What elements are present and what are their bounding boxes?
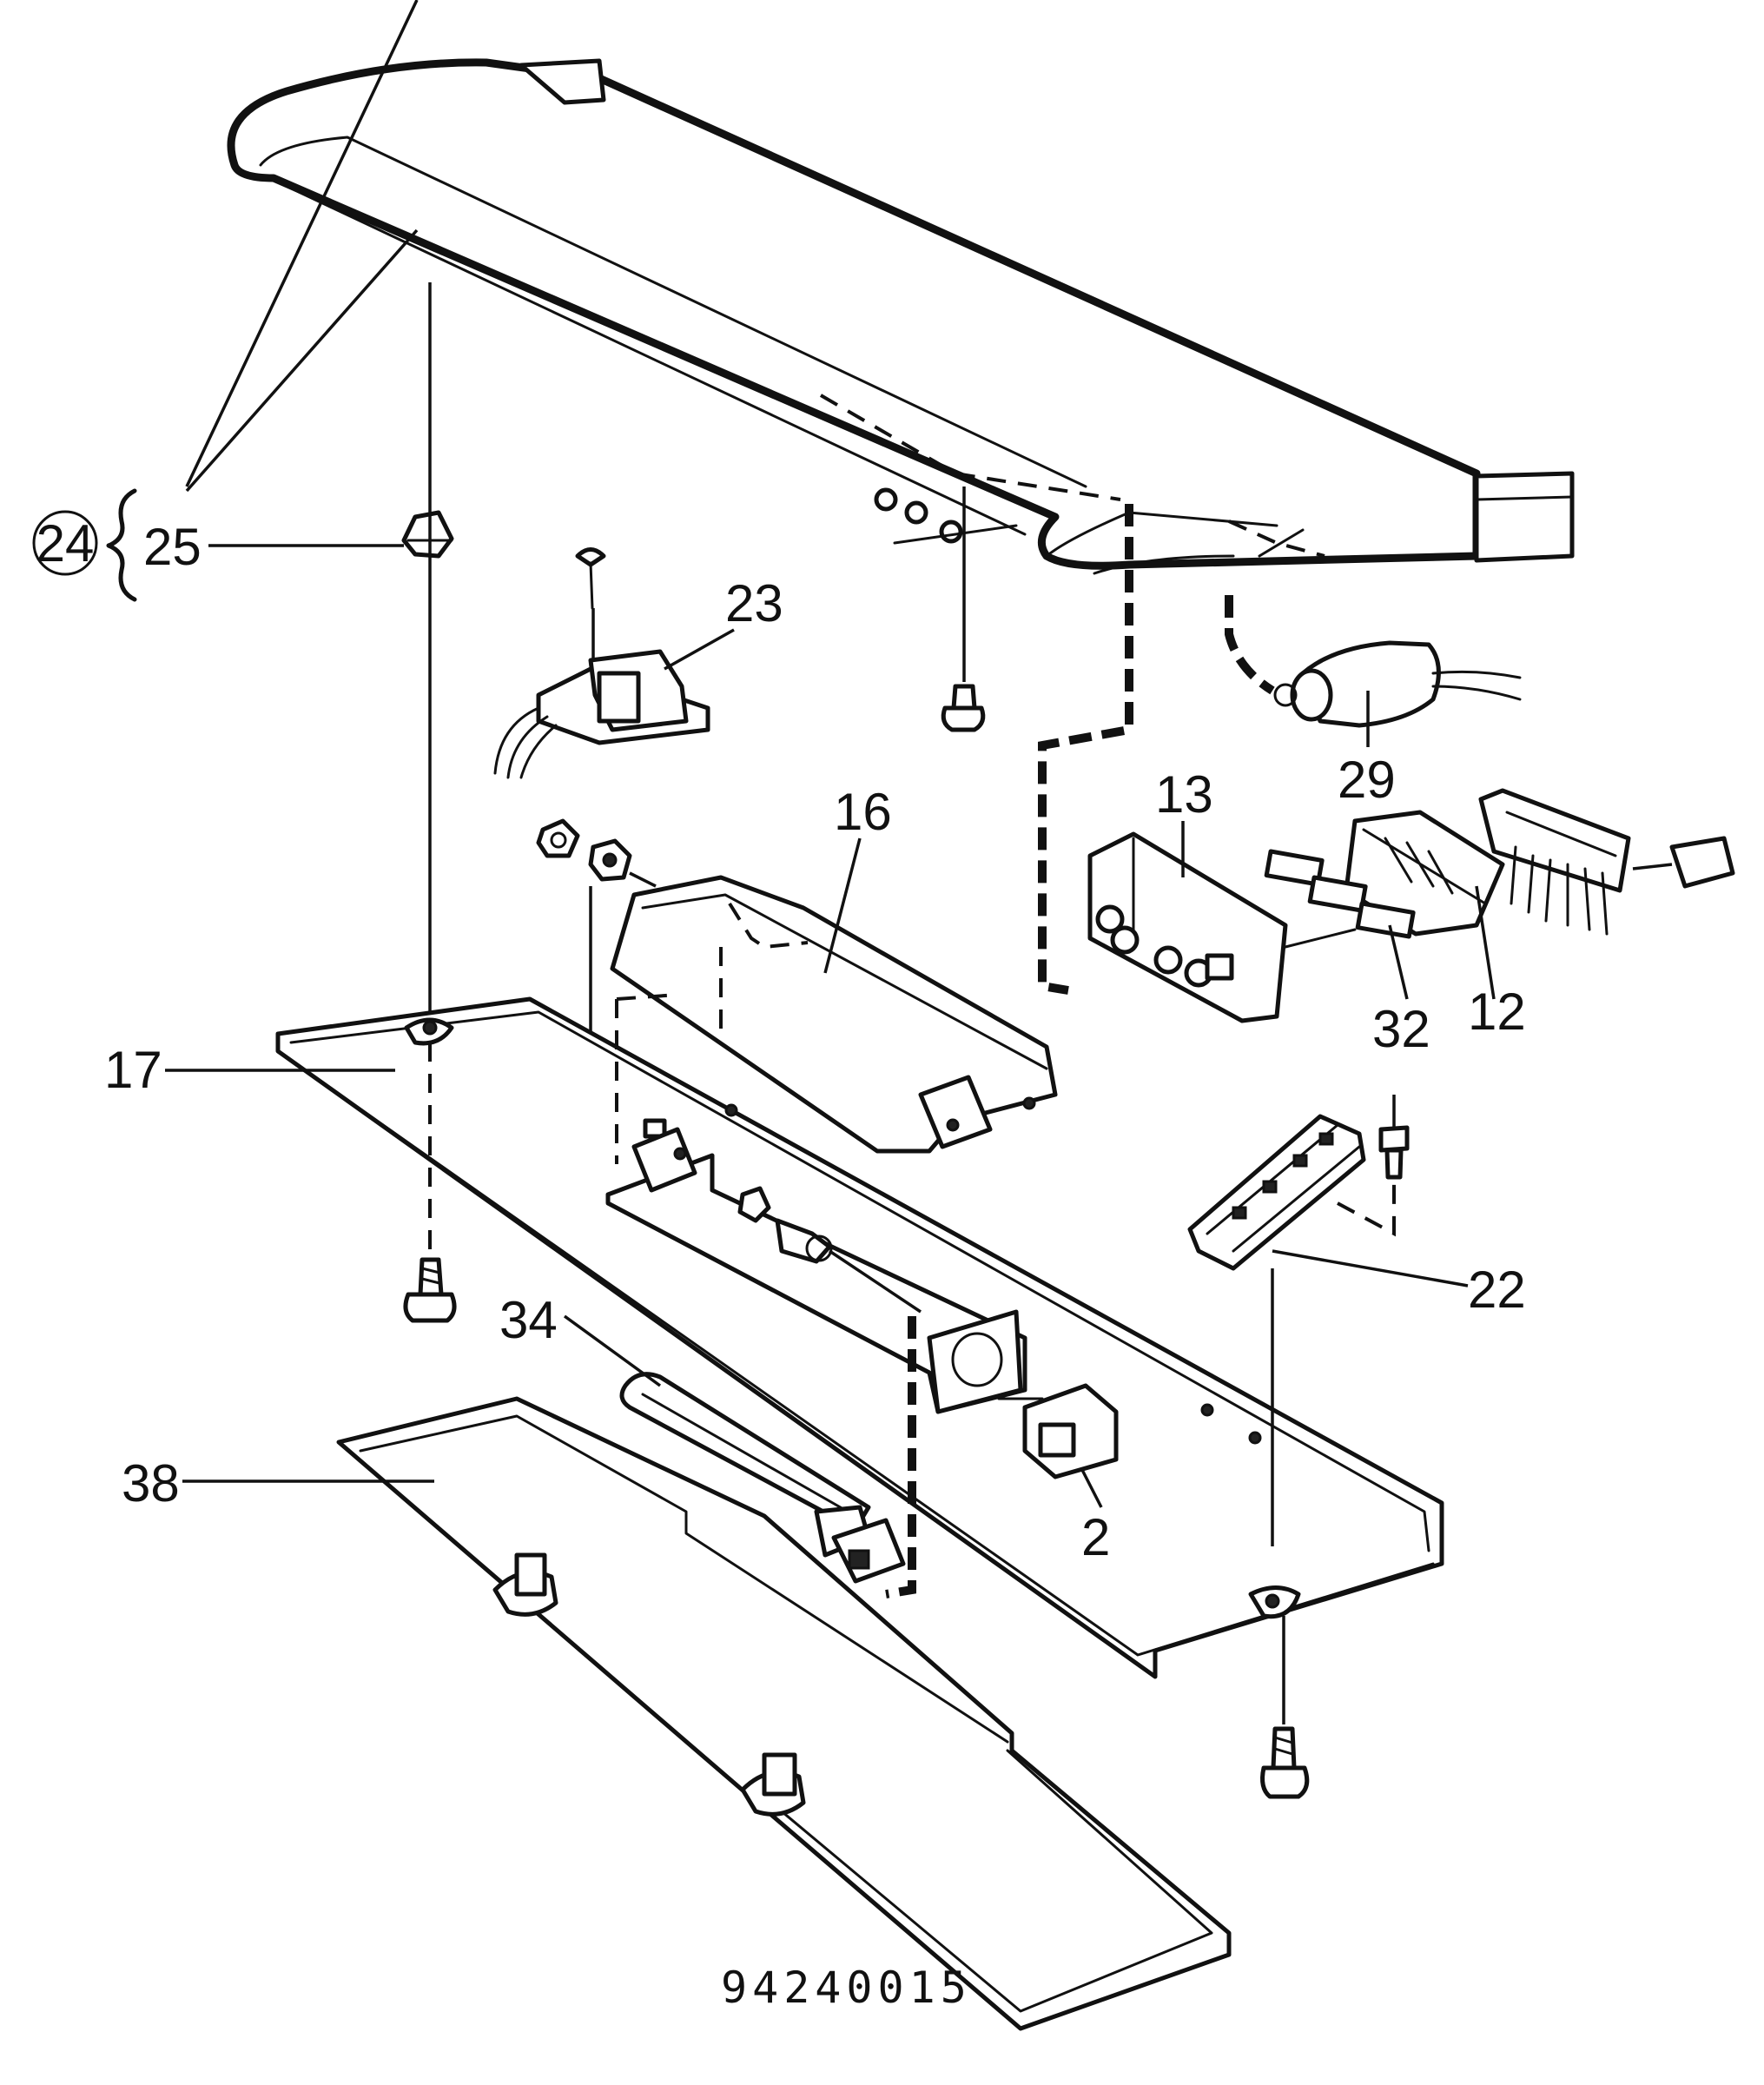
callout-labels: 24 25 23 16 13 29 32 12 17 22 34 38 2 94… xyxy=(36,514,1526,2013)
callout-2: 2 xyxy=(1081,1508,1110,1566)
callout-24: 24 xyxy=(36,514,95,573)
part-2-connector xyxy=(997,1383,1119,1508)
callout-22: 22 xyxy=(1468,1261,1526,1319)
callout-17: 17 xyxy=(104,1041,162,1099)
part-12-switch-bank xyxy=(1264,788,1735,1000)
screw-left xyxy=(403,1257,457,1323)
part-13-terminal xyxy=(1038,504,1288,1023)
callout-12: 12 xyxy=(1468,983,1526,1041)
callout-38: 38 xyxy=(122,1454,180,1512)
callout-34: 34 xyxy=(499,1291,558,1349)
drawing-number: 94240015 xyxy=(721,1963,972,2013)
upper-housing xyxy=(227,58,1575,575)
part-17-base-plate xyxy=(165,993,1444,1679)
part-29-capacitor xyxy=(1225,595,1522,747)
callout-23: 23 xyxy=(725,574,783,632)
part-16-cover xyxy=(610,837,1058,1154)
part-23-switch xyxy=(493,547,735,779)
callout-13: 13 xyxy=(1155,765,1213,824)
callout-29: 29 xyxy=(1338,751,1396,809)
callout-25: 25 xyxy=(143,518,202,576)
screw-middle xyxy=(941,486,986,732)
screw-right xyxy=(1260,1616,1310,1799)
part-34-tube xyxy=(563,1314,916,1598)
part-38-lower-cover xyxy=(182,1396,1232,2031)
callout-32: 32 xyxy=(1372,1000,1430,1058)
part-22-terminal-strip xyxy=(1187,1095,1469,1546)
part-25-clip xyxy=(401,510,454,559)
callout-16: 16 xyxy=(834,783,892,841)
